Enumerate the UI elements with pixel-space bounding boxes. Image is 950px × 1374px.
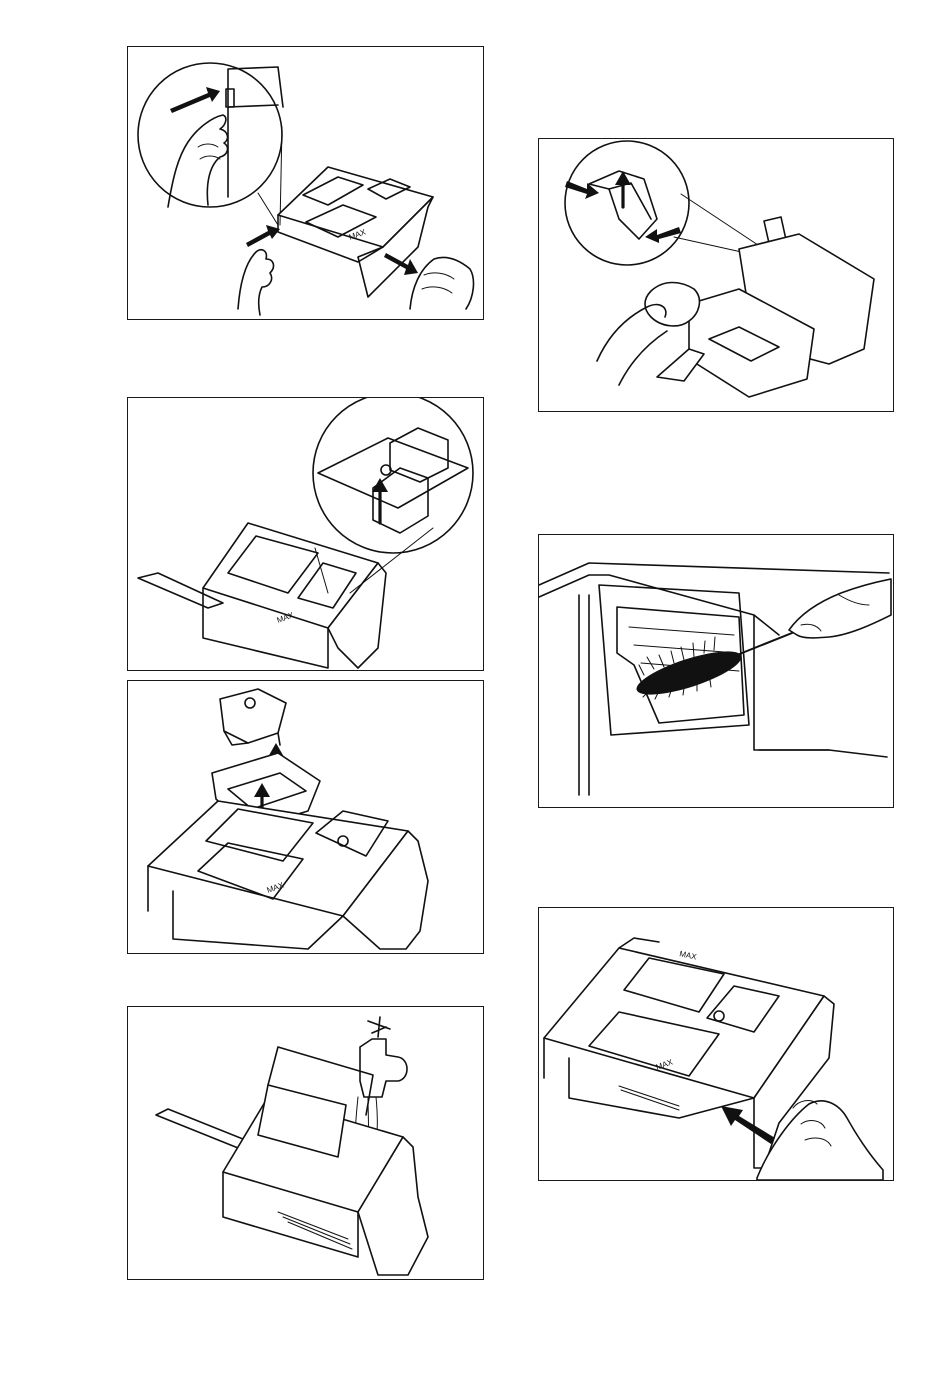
magnifier-circle-icon [138,63,283,207]
hand-icon [410,257,473,309]
figure-siphon-lift-illustration: MAX [128,398,483,670]
figure-insert-drawer-illustration: MAX MAX [539,908,893,1180]
figure-siphon-parts: MAX [127,680,484,954]
dispenser-drawer-icon: MAX [148,801,428,949]
arrow-icon [246,225,280,247]
dispenser-drawer-icon: MAX [138,523,386,668]
siphon-cap-icon [220,689,286,745]
figure-brush-recess-illustration [539,535,893,807]
dispenser-drawer-icon: MAX [278,167,433,297]
hand-icon [238,250,273,315]
figure-clean-cloth-illustration [539,139,893,411]
figure-rinse-tap [127,1006,484,1280]
figure-remove-drawer-illustration: MAX [128,47,483,319]
magnifier-circle-icon [565,141,689,265]
figure-siphon-lift: MAX [127,397,484,671]
magnifier-circle-icon [313,398,473,553]
figure-siphon-parts-illustration: MAX [128,681,483,953]
figure-clean-cloth [538,138,894,412]
figure-insert-drawer: MAX MAX [538,907,894,1181]
hand-icon [789,579,891,638]
figure-remove-drawer: MAX [127,46,484,320]
svg-text:MAX: MAX [679,949,698,962]
figure-rinse-tap-illustration [128,1007,483,1279]
figure-brush-recess [538,534,894,808]
